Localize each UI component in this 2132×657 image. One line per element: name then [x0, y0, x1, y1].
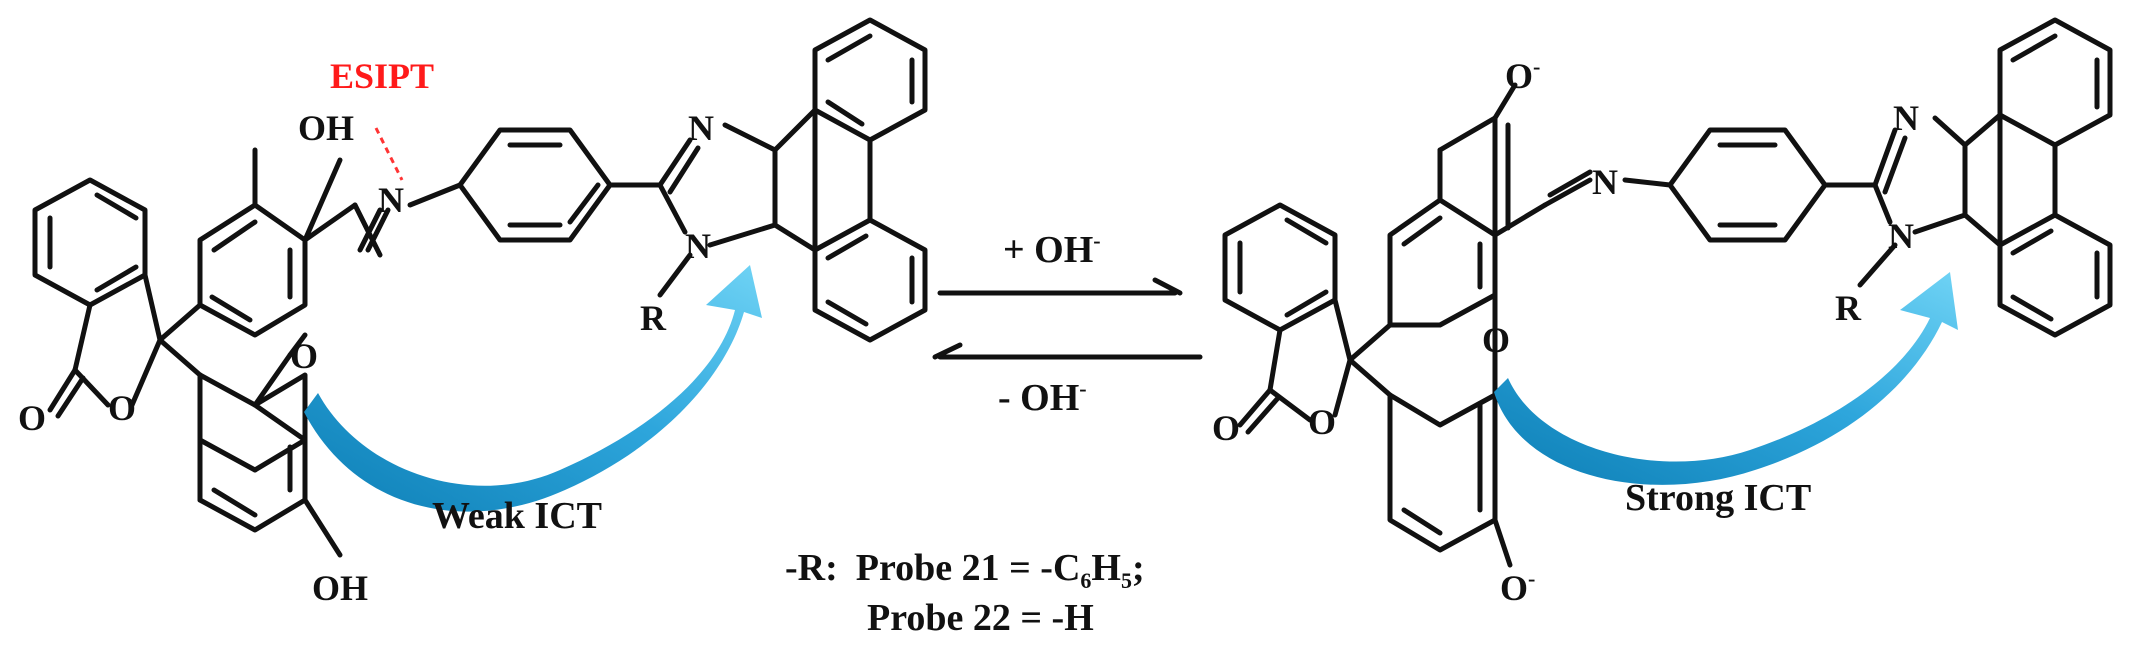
reverse-label: - OH-: [998, 376, 1087, 419]
left-imidazole-n1: N: [688, 108, 714, 148]
left-lactone-o: O: [108, 388, 136, 428]
left-oh-bottom: OH: [312, 568, 368, 608]
legend-probe21-text: Probe 21 = -C: [856, 547, 1081, 589]
left-carbonyl-o: O: [18, 398, 46, 438]
legend-prefix: -R:: [785, 547, 838, 589]
left-xanthene-upper-ring: [197, 147, 358, 338]
right-imidazole-n2: N: [1888, 216, 1914, 256]
right-phenolate-bottom: O-: [1500, 566, 1535, 608]
legend-probe21-end: ;: [1132, 547, 1145, 589]
reverse-label-text: - OH: [998, 377, 1079, 419]
right-xanthene-upper-ring: [1387, 82, 1548, 328]
right-imidazole-n1: N: [1893, 98, 1919, 138]
left-xanthene-o: O: [290, 336, 318, 376]
legend-line-1: -R: Probe 21 = -C6H5;: [785, 547, 1145, 593]
left-oh-top: OH: [298, 108, 354, 148]
equilibrium-arrows: [932, 277, 1203, 360]
left-xanthene-lower-ring: [197, 332, 343, 558]
left-phenanthrene: [772, 17, 928, 343]
right-phenolate-top-charge: -: [1533, 54, 1540, 79]
left-phenylene-ring: [457, 127, 663, 243]
forward-label-text: + OH: [1003, 229, 1093, 271]
left-molecule: [32, 17, 928, 558]
right-phenolate-bottom-o: O: [1500, 568, 1528, 608]
weak-ict-label: Weak ICT: [432, 495, 602, 537]
left-imidazole-n2: N: [685, 226, 711, 266]
right-phenanthrene: [1962, 17, 2113, 338]
left-imine-n: N: [378, 180, 404, 220]
left-phthalide-benzene: [32, 177, 148, 308]
right-imine-n: N: [1592, 162, 1618, 202]
right-phenolate-top-o: O: [1505, 56, 1533, 96]
legend-line-2: Probe 22 = -H: [867, 597, 1094, 639]
right-imidazole-ring: [1857, 115, 1968, 288]
right-phenolate-bottom-charge: -: [1528, 566, 1535, 591]
weak-ict-arrow: [304, 265, 762, 512]
strong-ict-arrow: [1494, 272, 1958, 485]
legend-probe21-mid: H: [1091, 547, 1121, 589]
left-imidazole-ring: [657, 122, 778, 298]
right-phenylene-ring: [1667, 127, 1878, 243]
right-phenolate-top: O-: [1505, 54, 1540, 96]
right-xanthene-o: O: [1482, 320, 1510, 360]
legend-probe21-sub1: 6: [1080, 568, 1091, 593]
left-r-group: R: [640, 298, 667, 338]
right-carbonyl-o: O: [1212, 408, 1240, 448]
right-lactone-ring: [1237, 297, 1353, 435]
forward-charge: -: [1093, 228, 1100, 253]
forward-label: + OH-: [1003, 228, 1101, 271]
left-lactone-ring: [47, 272, 163, 419]
legend-probe21-sub2: 5: [1121, 568, 1132, 593]
right-r-group: R: [1835, 288, 1862, 328]
right-xanthene-lower-ring: [1387, 292, 1513, 568]
esipt-label: ESIPT: [330, 56, 434, 96]
right-lactone-o: O: [1308, 402, 1336, 442]
strong-ict-label: Strong ICT: [1625, 477, 1811, 519]
reverse-charge: -: [1079, 376, 1086, 401]
right-molecule: [1222, 17, 2113, 568]
right-phthalide-benzene: [1222, 202, 1338, 333]
